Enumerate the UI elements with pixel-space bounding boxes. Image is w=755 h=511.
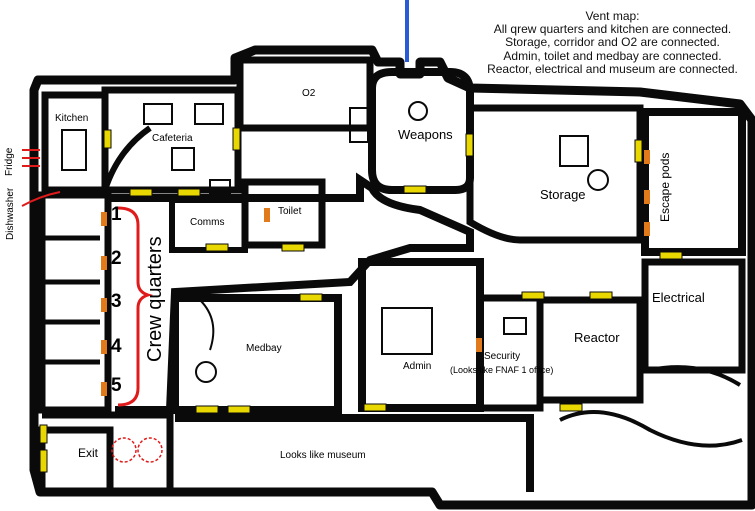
museum-wall: [175, 414, 534, 492]
vent-map-line-3: Admin, toilet and medbay are connected.: [503, 48, 722, 63]
electrical-wall: [641, 258, 746, 374]
medbay-label: Medbay: [246, 343, 282, 354]
escape-pods-label: Escape pods: [658, 152, 672, 222]
comms-wall: [169, 197, 248, 253]
museum-label: Looks like museum: [280, 450, 366, 461]
reactor-machinery: [559, 365, 743, 448]
museum-trees: [111, 437, 163, 463]
kitchen-label: Kitchen: [55, 113, 89, 124]
crew-number-1: 1: [111, 204, 122, 225]
weapons-laser-beam: [405, 0, 409, 62]
crew-number-2: 2: [111, 248, 122, 269]
vent-map-legend: Vent map: All qrew quarters and kitchen …: [470, 9, 755, 76]
vent-map-line-2: Storage, corridor and O2 are connected.: [505, 35, 720, 50]
doors: [39, 127, 683, 473]
weapons-label: Weapons: [398, 127, 453, 142]
vent-map-title: Vent map:: [585, 9, 640, 23]
reactor-wall: [536, 296, 644, 404]
storage-label: Storage: [540, 187, 586, 202]
security-note-label: (Looks like FNAF 1 office): [450, 365, 554, 375]
storage-wall: [466, 104, 644, 244]
crew-quarters-label: Crew quarters: [144, 236, 166, 362]
dishwasher-label: Dishwasher: [5, 187, 16, 240]
lower-corridor: [42, 411, 174, 492]
toilet-wall: [241, 178, 326, 249]
toilet-label: Toilet: [278, 206, 302, 217]
fridge-dishwasher-markers: [21, 149, 61, 207]
crew-number-5: 5: [111, 375, 122, 396]
security-wall: [476, 294, 544, 412]
electrical-label: Electrical: [652, 290, 705, 305]
vent-map-line-4: Reactor, electrical and museum are conne…: [487, 61, 738, 76]
crew-number-3: 3: [111, 291, 122, 312]
escape-pods-wall: [641, 108, 746, 256]
vent-map-line-1: All qrew quarters and kitchen are connec…: [493, 22, 732, 37]
security-label: Security: [484, 351, 521, 362]
medbay-wall: [171, 294, 342, 414]
crew-doors: [101, 150, 650, 396]
cafeteria-label: Cafeteria: [152, 133, 193, 144]
crew-quarters-bracket: [117, 206, 154, 407]
reactor-label: Reactor: [574, 330, 620, 345]
crew-number-4: 4: [111, 336, 122, 357]
cafeteria-wall: [101, 86, 242, 194]
o2-label: O2: [302, 88, 316, 99]
crew-bunks: [42, 235, 100, 365]
admin-label: Admin: [403, 361, 432, 372]
furniture: [61, 101, 609, 383]
outer-hull: [29, 45, 755, 510]
crew-quarters-wall: [38, 191, 112, 414]
exit-label: Exit: [78, 446, 99, 460]
cafeteria-curve: [102, 125, 152, 191]
comms-label: Comms: [190, 217, 225, 228]
fridge-label: Fridge: [4, 147, 15, 176]
